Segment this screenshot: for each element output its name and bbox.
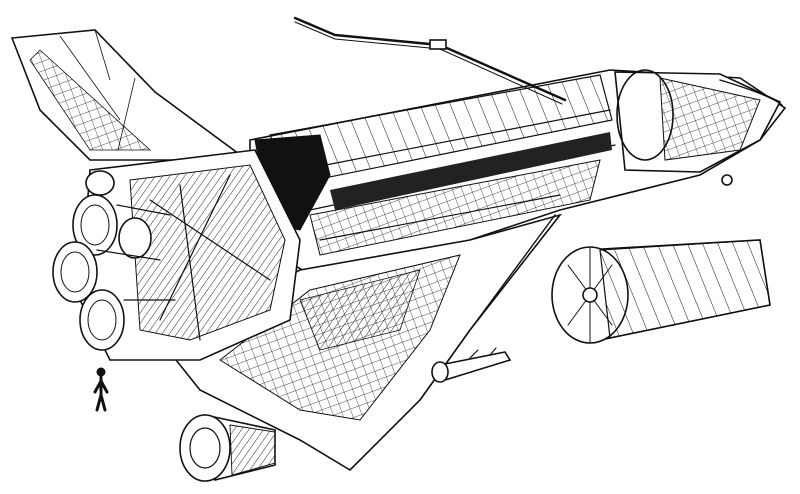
crew-cabin <box>614 69 783 186</box>
robotic-arm <box>293 16 567 105</box>
aft-engine-section <box>79 149 301 361</box>
main-engine-nozzles <box>52 170 176 351</box>
oms-nozzle <box>118 217 152 259</box>
nozzle-bottom <box>79 289 125 351</box>
payload-module <box>551 239 771 344</box>
nozzle-top <box>72 194 118 256</box>
upper-small-nozzle <box>85 170 115 196</box>
satellite-probe <box>431 347 512 383</box>
upper-stage-booster <box>179 413 276 482</box>
nozzle-left <box>52 241 98 303</box>
tail-fin <box>10 29 261 170</box>
human-scale-figure <box>93 367 109 412</box>
